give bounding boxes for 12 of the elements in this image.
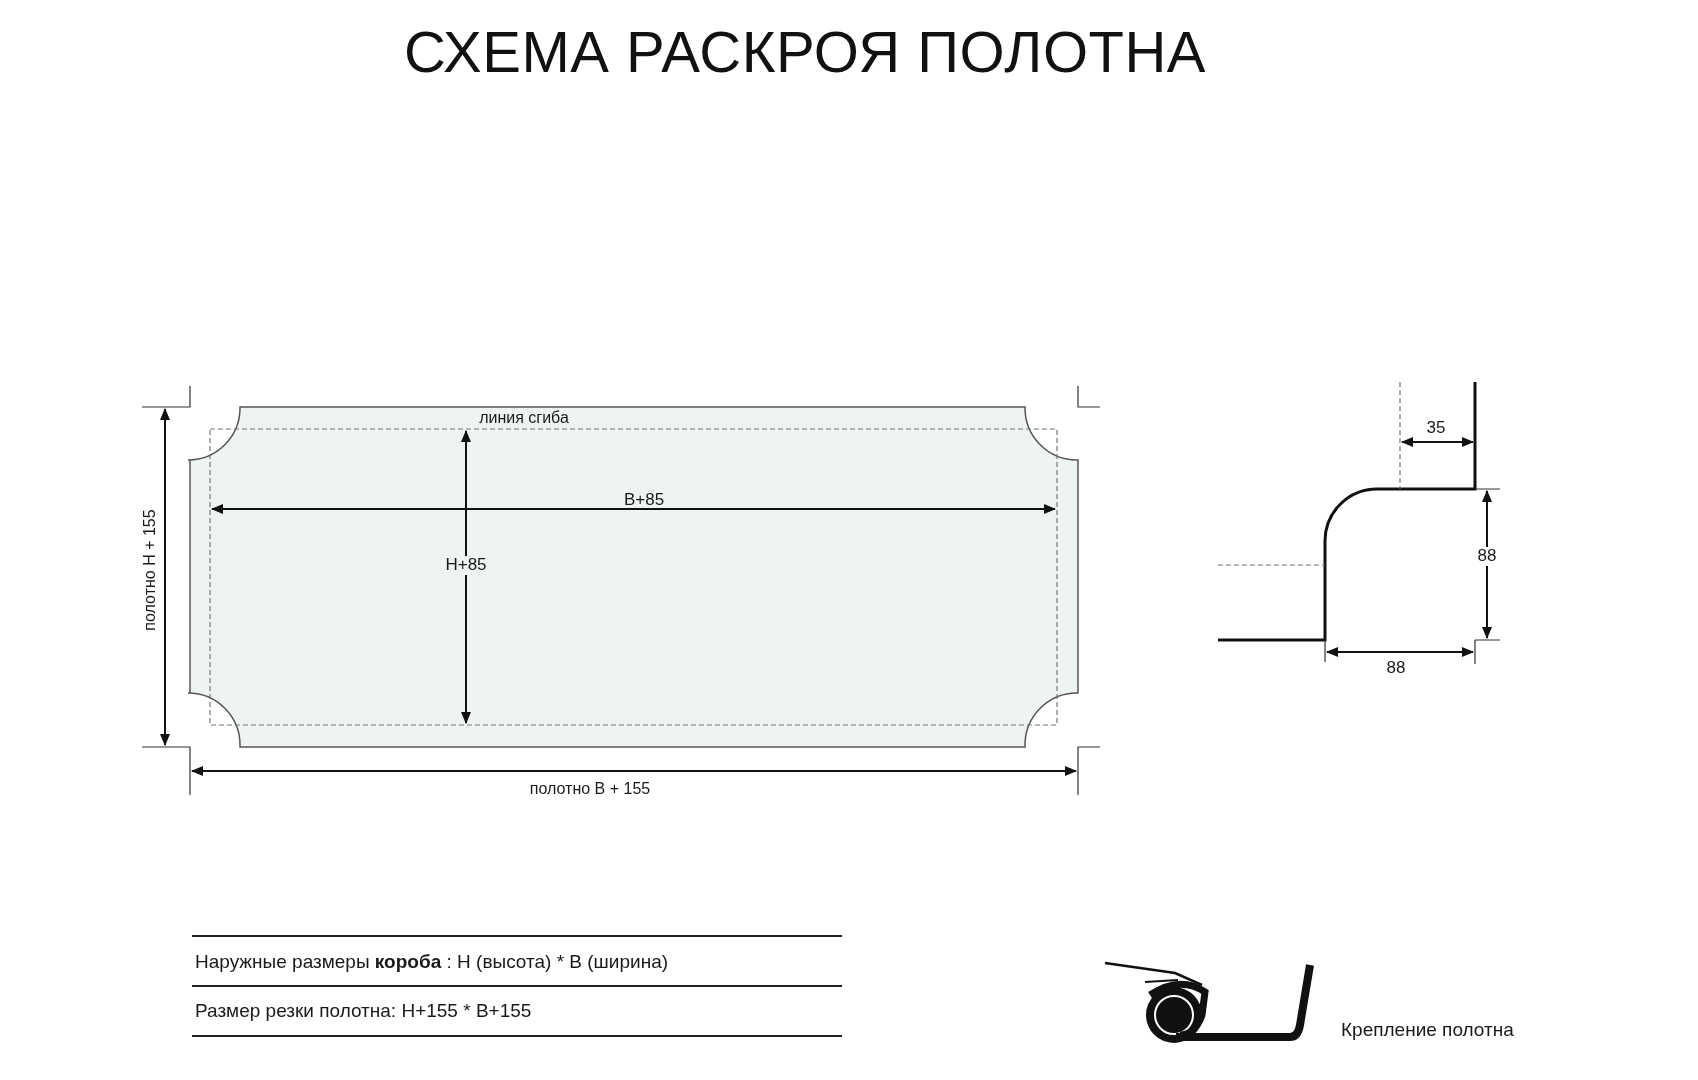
note-text: Наружные размеры короба : Н (высота) * В (ширина) — [195, 952, 669, 973]
dimension-label: 88 — [1386, 659, 1406, 678]
dimension-label: 35 — [1426, 419, 1446, 438]
dimension-label: В+85 — [623, 491, 665, 510]
fold-line-label: линия сгиба — [479, 409, 569, 427]
dimension-label: 88 — [1475, 547, 1499, 566]
note-text: Размер резки полотна: Н+155 * В+155 — [195, 1001, 532, 1022]
caption-text: Крепление полотна — [1341, 1020, 1514, 1041]
dimension-label: полотно В + 155 — [529, 780, 651, 798]
dimension-label: Н+85 — [443, 556, 489, 575]
dimension-label: полотно Н + 155 — [141, 509, 159, 631]
title: СХЕМА РАСКРОЯ ПОЛОТНА — [402, 18, 1208, 85]
